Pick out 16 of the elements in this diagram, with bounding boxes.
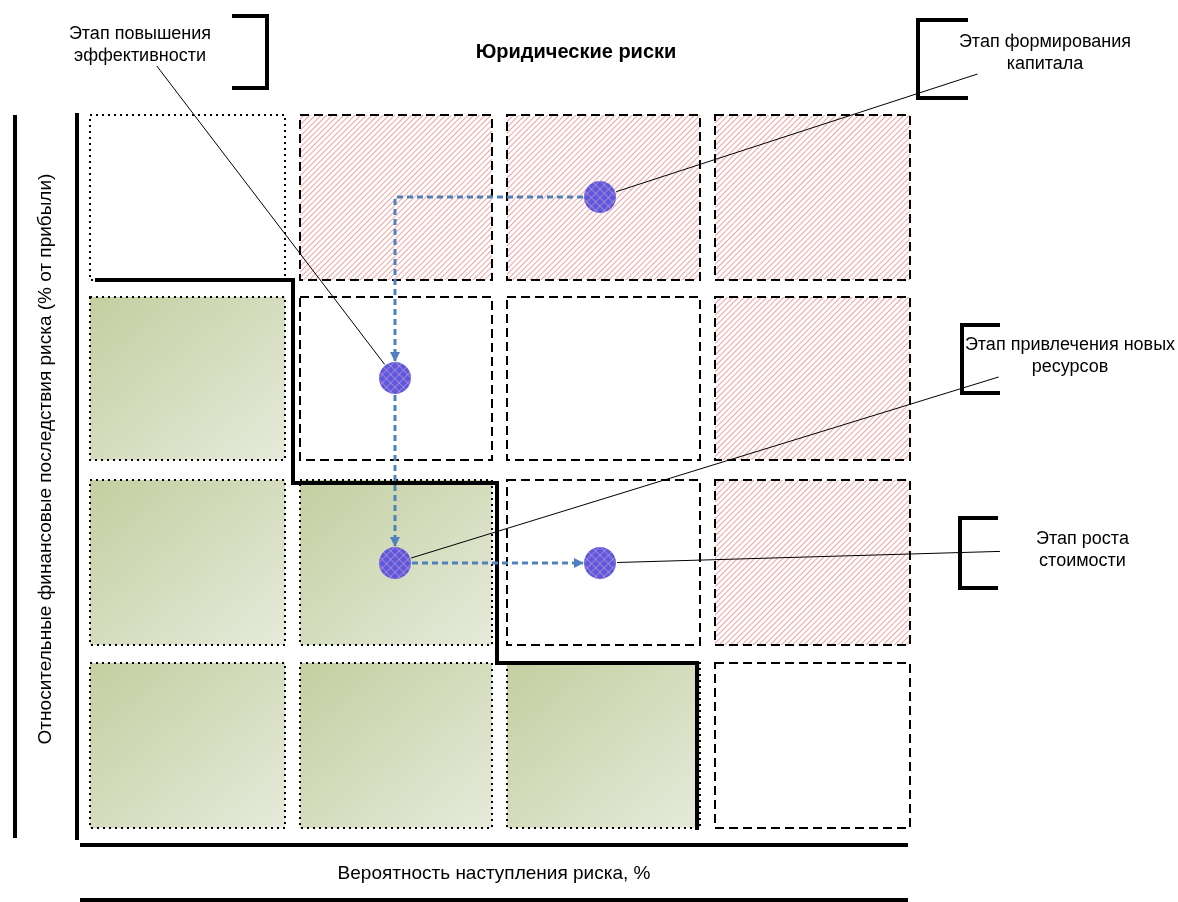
risk-marker: [583, 180, 617, 214]
axis-label: Вероятность наступления риска, %: [336, 862, 652, 884]
leader-line: [156, 65, 386, 365]
risk-marker: [378, 361, 412, 395]
stage-label: Этап формирования капитала: [920, 30, 1170, 74]
axis-label: Относительные финансовые последствия риска (% от прибыли): [34, 172, 56, 747]
chart-title: Юридические риски: [474, 40, 678, 62]
stage-label: Этап привлечения новых ресурсов: [955, 333, 1178, 377]
stage-label: Этап повышения эффективности: [55, 22, 225, 66]
leader-line: [616, 550, 1001, 563]
stage-label: Этап роста стоимости: [1000, 527, 1165, 571]
arrow: [412, 558, 584, 568]
leader-line: [410, 376, 1000, 559]
risk-marker: [378, 546, 412, 580]
arrow: [390, 395, 400, 547]
risk-marker: [583, 546, 617, 580]
